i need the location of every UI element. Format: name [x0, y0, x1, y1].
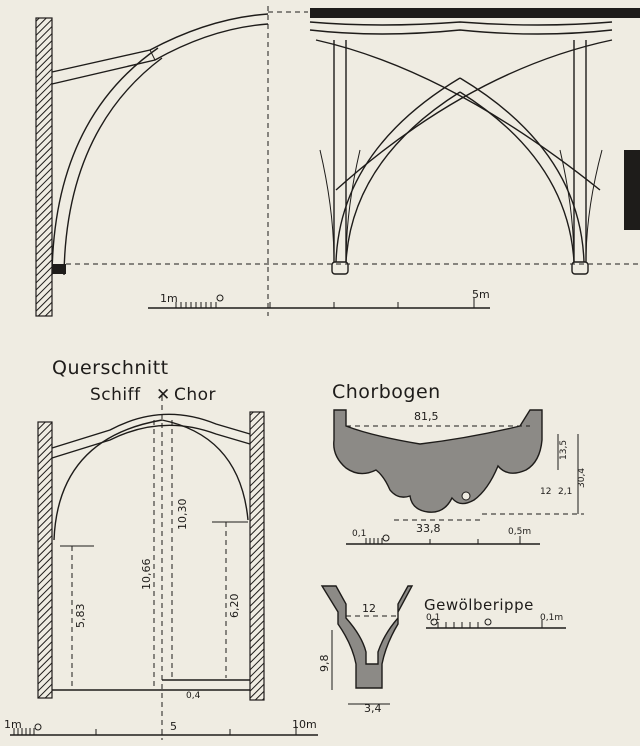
diagonal-rib-left: [315, 39, 601, 191]
chorbogen-section: [333, 409, 543, 513]
rib-scale-end: [484, 618, 492, 626]
nave-label: Schiff: [90, 385, 141, 405]
section-vault-outer: [51, 413, 251, 449]
top-scale-origin: [216, 294, 224, 302]
chorbogen-small-label: 12: [540, 487, 551, 497]
chorbogen-depth2-label: 30,4: [577, 468, 587, 488]
chorbogen-profile: Chorbogen 81,5 33,8 13,5 30,4 12 2,1 0,1…: [332, 381, 587, 545]
chorbogen-title: Chorbogen: [332, 381, 441, 403]
fan-right: [559, 149, 603, 263]
ceiling-rib-1: [309, 21, 613, 26]
section-mark: ✕: [156, 385, 171, 405]
transverse-arch-inner: [63, 57, 163, 276]
dim-nave-label: 10,66: [140, 559, 153, 591]
section-arch-right: [161, 419, 249, 521]
top-rib-inner: [51, 23, 269, 85]
top-scale-right-label: 5m: [472, 288, 490, 301]
transverse-arch-outer: [51, 47, 159, 276]
chorbogen-inner-label: 33,8: [416, 522, 441, 535]
chorbogen-depth1-label: 13,5: [559, 440, 569, 460]
vault-rib-profile: 12 9,8 3,4 Gewölberippe 0,1 0,1m: [318, 585, 566, 715]
chorbogen-scale-left-label: 0,1: [352, 529, 366, 539]
bottom-scale-mid-label: 5: [170, 720, 177, 733]
rib-base-label: 3,4: [364, 702, 382, 715]
section-vault-inner: [51, 424, 251, 459]
left-wall-hatch: [35, 17, 53, 317]
pointed-arch-left-outer: [335, 77, 461, 263]
ceiling-band: [310, 8, 640, 18]
chorbogen-mark: [461, 491, 471, 501]
dim-choir-label: 10,30: [176, 499, 189, 531]
bottom-scale-origin: [34, 723, 42, 731]
right-edge-wall: [624, 150, 640, 230]
corbel-right: [571, 261, 589, 275]
rib-height-label: 9,8: [318, 655, 331, 673]
pointed-arch-left-inner: [345, 91, 461, 263]
chorbogen-width-label: 81,5: [414, 410, 439, 423]
ceiling-rib-2: [309, 29, 613, 35]
fan-left: [319, 149, 361, 263]
top-rib-mid: [149, 49, 156, 61]
pointed-arch-right-outer: [459, 77, 585, 263]
vault-elevation: 1m 5m: [35, 6, 640, 317]
top-scale-ticks: [175, 298, 475, 308]
corbel-left: [331, 261, 349, 275]
top-scale-left-label: 1m: [160, 292, 178, 305]
rib-width-label: 12: [362, 602, 376, 615]
top-rib-outer: [51, 13, 269, 73]
springer-block: [52, 264, 66, 274]
diagonal-rib-right: [335, 39, 613, 191]
section-right-wall: [249, 411, 265, 701]
section-arch-left: [53, 419, 163, 541]
choir-label: Chor: [174, 385, 216, 405]
rib-scale-ticks: [437, 620, 543, 628]
bottom-scale-right-label: 10m: [292, 718, 317, 731]
pointed-arch-right-inner: [459, 91, 575, 263]
cross-section-title: Querschnitt: [52, 357, 169, 379]
rib-section: [320, 585, 414, 689]
chorbogen-scale-right-label: 0,5m: [508, 527, 531, 537]
bottom-scale-ticks: [13, 726, 297, 735]
section-left-wall: [37, 421, 53, 699]
chorbogen-scale-origin: [382, 534, 390, 542]
chorbogen-scale-ticks: [365, 536, 521, 544]
rib-scale-right-label: 0,1m: [540, 613, 563, 623]
chorbogen-step-label: 2,1: [558, 487, 572, 497]
rib-scale-left-label: 0,1: [426, 613, 440, 623]
dim-right-wall-label: 6,20: [228, 594, 241, 619]
cross-section: Querschnitt Schiff ✕ Chor 5,83 10,66 10,…: [4, 357, 318, 740]
rib-scale-origin: [430, 618, 438, 626]
rib-title: Gewölberippe: [424, 596, 534, 614]
bottom-scale-left-label: 1m: [4, 718, 22, 731]
dim-small-label: 0,4: [186, 691, 201, 701]
dim-left-wall-label: 5,83: [74, 604, 87, 629]
